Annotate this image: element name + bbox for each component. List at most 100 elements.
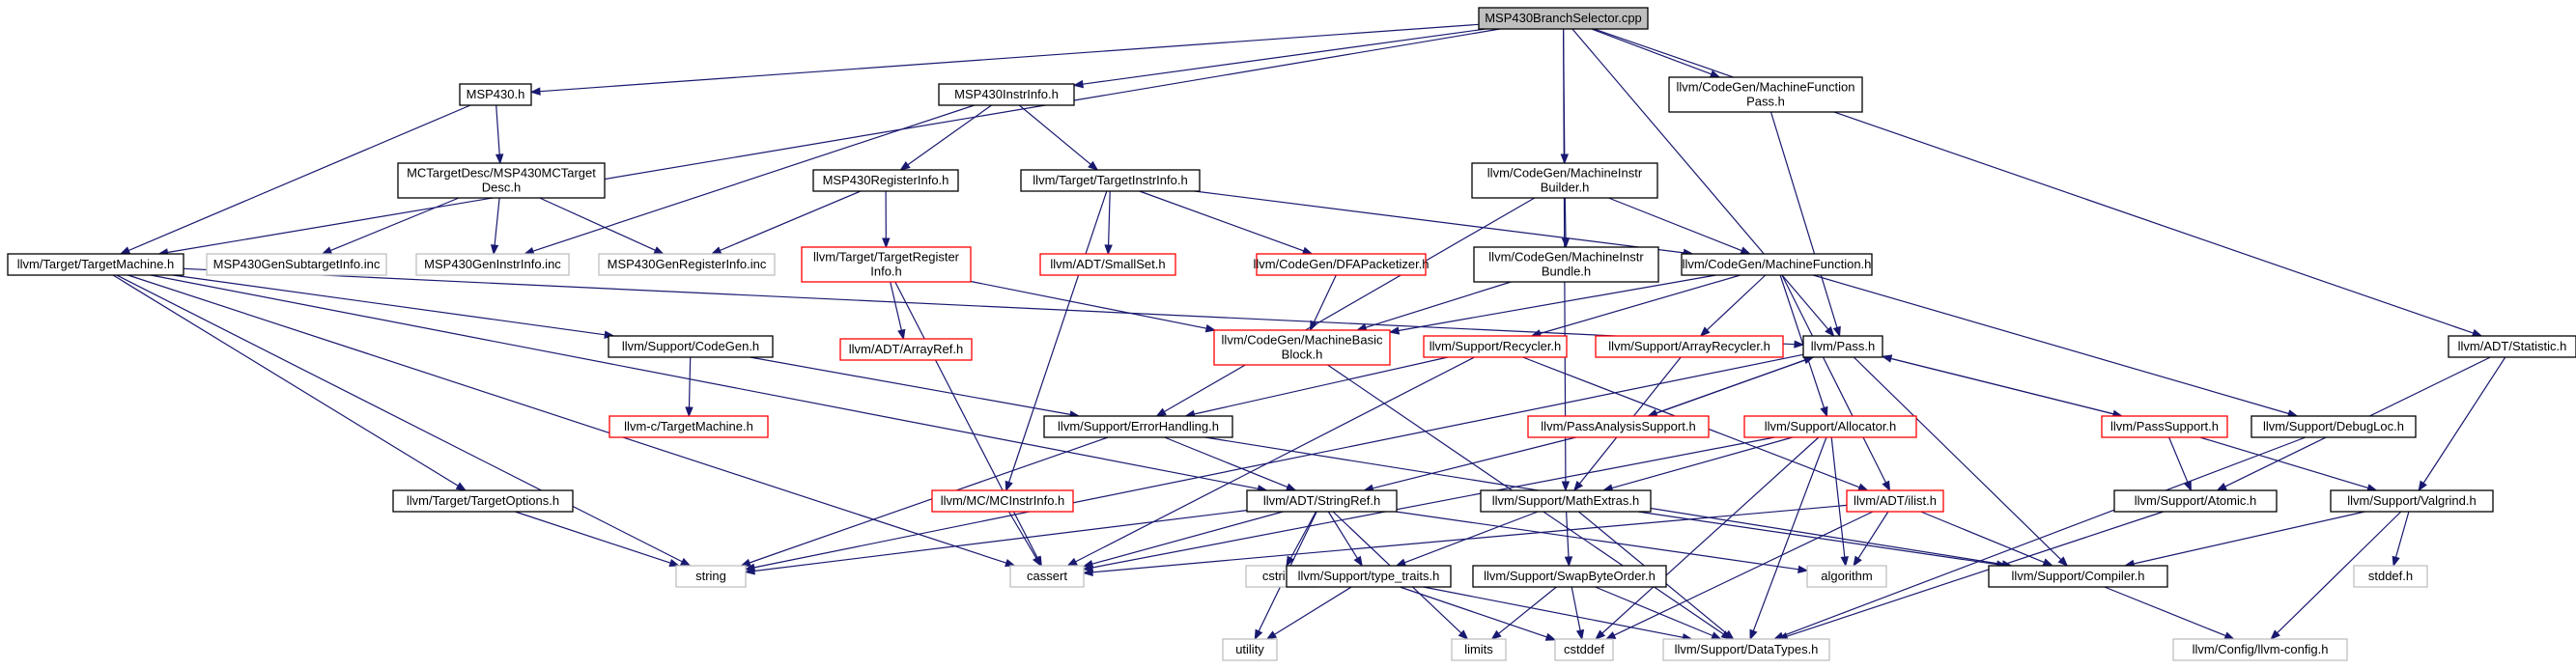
edge-root-to-tm bbox=[157, 28, 1501, 257]
node-codegen[interactable]: llvm/Support/CodeGen.h bbox=[608, 335, 774, 358]
node-pas[interactable]: llvm/PassAnalysisSupport.h bbox=[1527, 415, 1710, 438]
node-arrayref[interactable]: llvm/ADT/ArrayRef.h bbox=[839, 338, 973, 361]
edge-arrowhead bbox=[1082, 559, 1094, 569]
edge-valgrind-to-stddef bbox=[2392, 511, 2410, 568]
node-label: llvm/CodeGen/MachineInstr bbox=[1487, 166, 1643, 181]
edge-mf-to-alloc bbox=[1779, 274, 1828, 418]
edge-tii-to-mcii bbox=[1005, 190, 1108, 492]
node-valgrind[interactable]: llvm/Support/Valgrind.h bbox=[2330, 489, 2494, 513]
node-box bbox=[1020, 169, 1201, 192]
node-mf[interactable]: llvm/CodeGen/MachineFunction.h bbox=[1681, 253, 1873, 276]
node-passsup[interactable]: llvm/PassSupport.h bbox=[2101, 415, 2228, 438]
node-debugloc[interactable]: llvm/Support/DebugLoc.h bbox=[2250, 415, 2417, 438]
edge-arrowhead bbox=[1254, 628, 1263, 641]
edge-valgrind-to-compiler bbox=[2123, 511, 2365, 569]
edge-msp430h-to-mcdesc bbox=[495, 104, 504, 165]
edge-arrowhead bbox=[1832, 325, 1841, 338]
node-recycler[interactable]: llvm/Support/Recycler.h bbox=[1423, 335, 1568, 358]
node-label: llvm/Support/Recycler.h bbox=[1430, 339, 1562, 353]
node-label: llvm/Support/CodeGen.h bbox=[622, 339, 759, 353]
node-box bbox=[1256, 253, 1427, 276]
node-box bbox=[1595, 335, 1784, 358]
node-label: utility bbox=[1235, 642, 1264, 656]
edge-arrowhead bbox=[653, 246, 665, 255]
node-datatypes: llvm/Support/DataTypes.h bbox=[1662, 638, 1830, 661]
node-subtgt: MSP430GenSubtargetInfo.inc bbox=[206, 253, 387, 276]
edge-arrowhead bbox=[1699, 326, 1711, 337]
node-box bbox=[598, 253, 776, 276]
edge-stringref-to-string bbox=[744, 510, 1248, 575]
edge-arrowhead bbox=[1104, 244, 1113, 256]
node-root[interactable]: MSP430BranchSelector.cpp bbox=[1478, 7, 1649, 30]
node-pass[interactable]: llvm/Pass.h bbox=[1802, 335, 1883, 358]
node-typetraits[interactable]: llvm/Support/type_traits.h bbox=[1286, 565, 1452, 588]
node-instrinfo[interactable]: MSP430InstrInfo.h bbox=[938, 83, 1075, 106]
edge-stringref-to-typetraits bbox=[1327, 511, 1363, 568]
node-mathx[interactable]: llvm/Support/MathExtras.h bbox=[1480, 489, 1652, 513]
node-dfa[interactable]: llvm/CodeGen/DFAPacketizer.h bbox=[1253, 253, 1430, 276]
edge-arrowhead bbox=[1564, 556, 1573, 568]
edge-tm-to-pass bbox=[183, 267, 1805, 348]
node-stringref[interactable]: llvm/ADT/StringRef.h bbox=[1246, 489, 1398, 513]
node-reginfo[interactable]: MSP430RegisterInfo.h bbox=[812, 169, 959, 192]
node-label: MSP430GenRegisterInfo.inc bbox=[608, 257, 767, 271]
edge-arrowhead bbox=[1820, 405, 1828, 418]
node-tii[interactable]: llvm/Target/TargetInstrInfo.h bbox=[1020, 169, 1201, 192]
node-mcii[interactable]: llvm/MC/MCInstrInfo.h bbox=[931, 489, 1074, 513]
node-alloc[interactable]: llvm/Support/Allocator.h bbox=[1743, 415, 1917, 438]
edge-tri-to-mbb bbox=[970, 280, 1217, 333]
edge-root-to-mfpass bbox=[1591, 28, 1721, 78]
edge-tm-to-stringref bbox=[150, 274, 1268, 493]
node-compiler[interactable]: llvm/Support/Compiler.h bbox=[1988, 565, 2168, 588]
node-label: llvm/Support/Valgrind.h bbox=[2347, 493, 2476, 508]
node-label: llvm/Target/TargetMachine.h bbox=[17, 257, 175, 271]
edge-arrowhead bbox=[1723, 629, 1735, 640]
node-topts[interactable]: llvm/Target/TargetOptions.h bbox=[392, 489, 574, 513]
node-label: Builder.h bbox=[1541, 181, 1590, 195]
edge-mf-to-ilist bbox=[1781, 274, 1891, 492]
node-atomic[interactable]: llvm/Support/Atomic.h bbox=[2113, 489, 2278, 513]
node-label: MSP430BranchSelector.cpp bbox=[1485, 11, 1642, 25]
node-swapbyte[interactable]: llvm/Support/SwapByteOrder.h bbox=[1472, 565, 1667, 588]
node-label: llvm/Target/TargetRegister bbox=[813, 250, 960, 265]
node-box bbox=[1478, 7, 1649, 30]
edge-arrowhead bbox=[679, 557, 692, 567]
node-label: Block.h bbox=[1282, 348, 1323, 362]
node-box bbox=[1554, 638, 1614, 661]
node-box bbox=[1681, 253, 1873, 276]
edge-arrowhead bbox=[2418, 480, 2427, 492]
node-ctm[interactable]: llvm-c/TargetMachine.h bbox=[609, 415, 769, 438]
edge-mathx-to-typetraits bbox=[1395, 511, 1539, 567]
edge-arrowhead bbox=[321, 246, 333, 255]
edge-tm-to-topts bbox=[112, 274, 467, 491]
node-statistic[interactable]: llvm/ADT/Statistic.h bbox=[2448, 335, 2576, 358]
node-box bbox=[459, 83, 532, 106]
node-box bbox=[1213, 329, 1391, 366]
edge-reginfo-to-tri bbox=[882, 190, 891, 249]
edge-arrowhead bbox=[2270, 629, 2280, 640]
node-box bbox=[2113, 489, 2278, 513]
node-label: Desc.h bbox=[482, 181, 521, 195]
node-tm[interactable]: llvm/Target/TargetMachine.h bbox=[7, 253, 184, 276]
node-smallset[interactable]: llvm/ADT/SmallSet.h bbox=[1039, 253, 1176, 276]
node-errh[interactable]: llvm/Support/ErrorHandling.h bbox=[1043, 415, 1233, 438]
node-arecycler[interactable]: llvm/Support/ArrayRecycler.h bbox=[1595, 335, 1784, 358]
edge-arrowhead bbox=[1353, 555, 1363, 568]
edge-debugloc-to-datatypes bbox=[1772, 436, 2307, 640]
edge-arrowhead bbox=[2042, 558, 2054, 567]
edge-arrowhead bbox=[1544, 632, 1557, 641]
edge-root-to-mib bbox=[1560, 28, 1570, 165]
node-msp430h[interactable]: MSP430.h bbox=[459, 83, 532, 106]
node-llvmconfig: llvm/Config/llvm-config.h bbox=[2172, 638, 2348, 661]
node-ilist[interactable]: llvm/ADT/ilist.h bbox=[1846, 489, 1944, 513]
node-box bbox=[931, 489, 1074, 513]
node-box bbox=[206, 253, 387, 276]
node-label: llvm/Support/Atomic.h bbox=[2135, 493, 2256, 508]
node-label: llvm/Support/DataTypes.h bbox=[1675, 642, 1819, 656]
